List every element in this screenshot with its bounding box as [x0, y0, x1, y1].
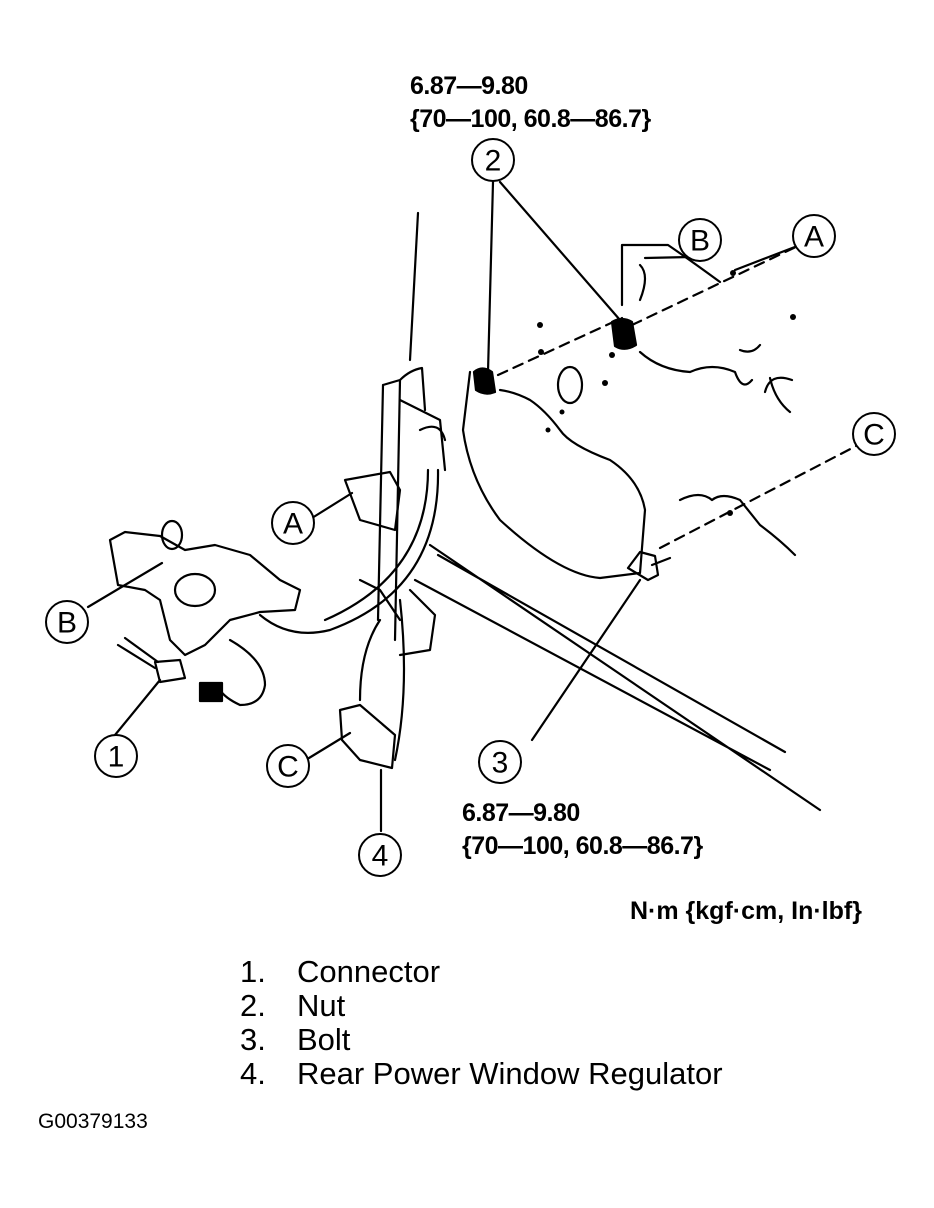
torque-spec-top: 6.87—9.80 {70—100, 60.8—86.7}	[410, 70, 651, 136]
parts-legend: 1. Connector 2. Nut 3. Bolt 4. Rear Powe…	[240, 955, 723, 1091]
callout-label-c-right: C	[863, 419, 885, 452]
legend-label: Rear Power Window Regulator	[297, 1056, 723, 1091]
legend-num: 2.	[240, 988, 266, 1023]
legend-item: 2. Nut	[240, 989, 723, 1023]
callout-label-3: 3	[492, 747, 509, 780]
units-label: N·m {kgf·cm, In·lbf}	[630, 897, 862, 925]
leader-lines	[86, 180, 802, 833]
legend-label: Connector	[297, 954, 441, 989]
callout-label-4: 4	[372, 840, 389, 873]
callout-circle-1	[94, 734, 138, 778]
callout-circle-b-left	[45, 600, 89, 644]
callout-label-b-right: B	[690, 225, 710, 258]
legend-num: 3.	[240, 1022, 266, 1057]
legend-item: 3. Bolt	[240, 1023, 723, 1057]
figure-id: G00379133	[38, 1110, 148, 1133]
regulator-cable-inner	[323, 468, 430, 622]
door-beam	[413, 543, 822, 812]
motor-cap	[160, 519, 184, 551]
upper-mount	[343, 470, 402, 532]
motor-harness	[218, 638, 267, 707]
callout-circle-4	[358, 833, 402, 877]
callout-label-1: 1	[108, 741, 125, 774]
harness-plug	[198, 681, 224, 703]
legend-label: Nut	[297, 988, 346, 1023]
torque-top-line1: 6.87—9.80	[410, 72, 528, 100]
legend-item: 1. Connector	[240, 955, 723, 989]
torque-bottom-line1: 6.87—9.80	[462, 799, 580, 827]
legend-label: Bolt	[297, 1022, 351, 1057]
nut-2-right	[610, 317, 638, 350]
window-motor	[108, 530, 302, 657]
callout-circle-a-left	[271, 501, 315, 545]
dashed-line-c	[658, 443, 860, 550]
door-panel	[620, 243, 794, 414]
glass-rail	[376, 211, 427, 642]
callout-label-a-right: A	[804, 221, 824, 254]
panel-step	[678, 493, 797, 557]
callout-circle-2	[471, 138, 515, 182]
connector-lead	[116, 636, 160, 670]
torque-spec-bottom: 6.87—9.80 {70—100, 60.8—86.7}	[462, 797, 703, 863]
callout-label-2: 2	[485, 145, 502, 178]
torque-top-line2: {70—100, 60.8—86.7}	[410, 105, 651, 133]
motor-gear	[173, 572, 217, 608]
regulator-cable-lower	[358, 598, 406, 762]
nut-2-left	[472, 367, 497, 395]
rail-bracket	[358, 398, 447, 657]
panel-hole	[556, 365, 584, 405]
legend-num: 1.	[240, 954, 266, 989]
callout-label-c-left: C	[277, 751, 299, 784]
torque-bottom-line2: {70—100, 60.8—86.7}	[462, 832, 703, 860]
regulator-cable-outer	[258, 468, 440, 634]
legend-item: 4. Rear Power Window Regulator	[240, 1057, 723, 1091]
dashed-line-a	[630, 243, 802, 327]
bolt-3	[626, 550, 672, 582]
inner-panel-outline	[461, 370, 647, 580]
regulator-lower-bracket	[338, 703, 397, 770]
callout-label-a-left: A	[283, 508, 303, 541]
callout-circle-c-left	[266, 744, 310, 788]
connector-body	[153, 658, 187, 684]
callout-circle-a-right	[792, 214, 836, 258]
callout-circle-b-right	[678, 218, 722, 262]
callout-circle-3	[478, 740, 522, 784]
legend-num: 4.	[240, 1056, 266, 1091]
dashed-line-a2	[496, 316, 624, 377]
callout-label-b-left: B	[57, 607, 77, 640]
callout-circle-c-right	[852, 412, 896, 456]
